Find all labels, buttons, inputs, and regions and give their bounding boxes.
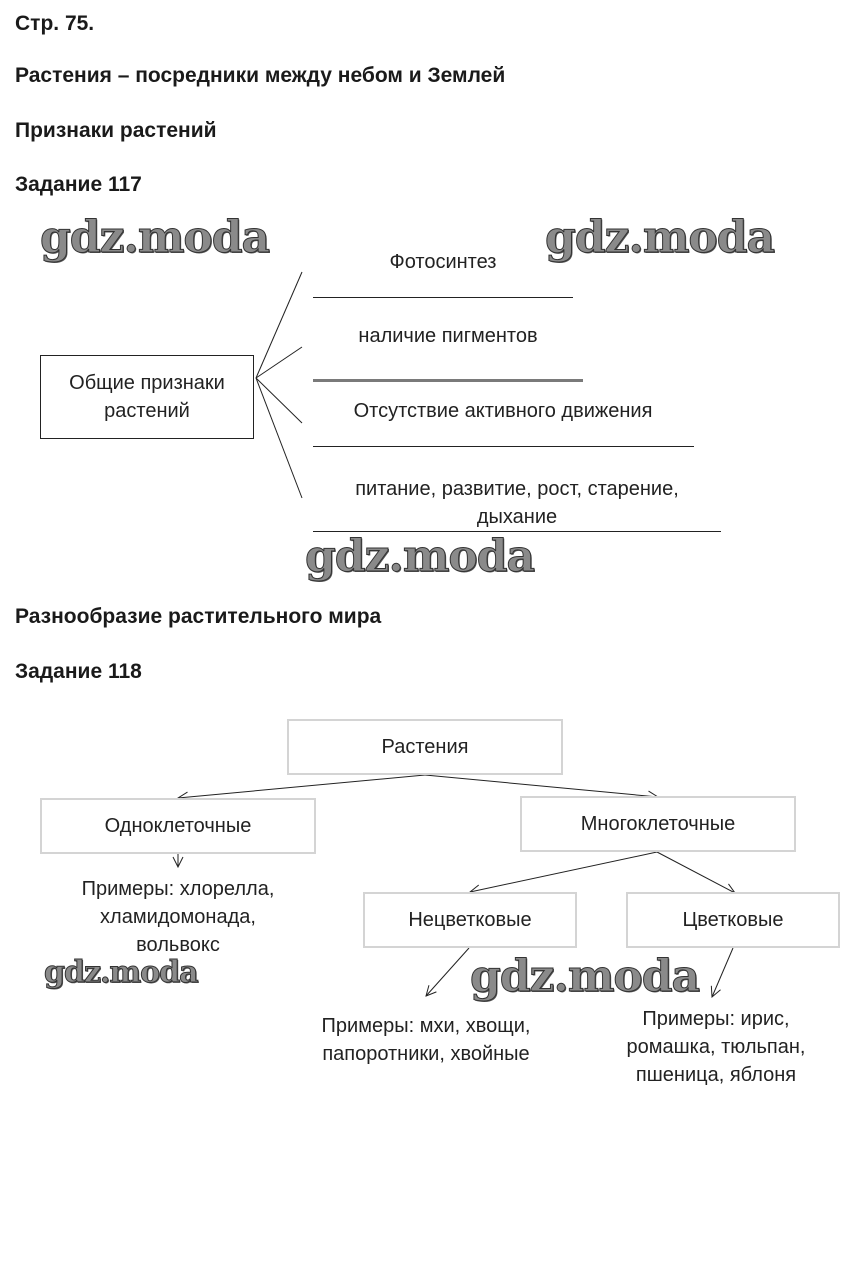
example-line: вольвокс <box>136 934 220 956</box>
task-117-title: Задание 117 <box>15 173 142 196</box>
node-flowering: Цветковые <box>626 892 840 948</box>
trait-life-processes-line2: дыхание <box>476 506 558 528</box>
connector-line-life-processes <box>255 377 303 499</box>
page-reference: Стр. 75. <box>15 12 95 35</box>
node-unicellular: Одноклеточные <box>40 798 316 854</box>
watermark-logo: gdz.moda <box>44 955 200 990</box>
node-plants-label: Растения <box>381 735 469 758</box>
task-118-title: Задание 118 <box>15 660 142 683</box>
subsection-title-traits: Признаки растений <box>15 119 217 142</box>
section-title: Растения – посредники между небом и Земл… <box>15 64 506 87</box>
flowering-examples: Примеры: ирис, ромашка, тюльпан, пшеница… <box>600 1005 832 1089</box>
watermark-logo: gdz.moda <box>304 531 535 582</box>
arrow-to-nonflowering <box>470 851 658 892</box>
connector-line-pigments <box>255 346 303 379</box>
example-line: Примеры: мхи, хвощи, <box>321 1015 531 1037</box>
answer-line <box>313 297 573 298</box>
node-nonflowering: Нецветковые <box>363 892 577 948</box>
trait-life-processes-line1: питание, развитие, рост, старение, <box>355 478 679 500</box>
arrow-to-multicellular <box>424 774 658 797</box>
general-traits-label-line2: растений <box>104 400 190 422</box>
example-line: Примеры: ирис, <box>642 1008 790 1030</box>
connector-line-photosynthesis <box>255 271 303 379</box>
trait-life-processes: питание, развитие, рост, старение, дыхан… <box>313 475 721 531</box>
answer-line <box>313 531 721 532</box>
example-line: ромашка, тюльпан, <box>626 1036 806 1058</box>
watermark-logo: gdz.moda <box>469 951 700 1002</box>
node-nonflowering-label: Нецветковые <box>408 908 532 931</box>
answer-line <box>313 446 694 447</box>
node-plants: Растения <box>287 719 563 775</box>
answer-line <box>313 379 583 382</box>
trait-pigments: наличие пигментов <box>358 325 538 347</box>
subsection-title-diversity: Разнообразие растительного мира <box>15 605 382 628</box>
node-multicellular: Многоклеточные <box>520 796 796 852</box>
node-multicellular-label: Многоклеточные <box>580 812 736 835</box>
example-line: хламидомонада, <box>100 906 256 928</box>
arrow-to-nonflowering-examples <box>426 947 470 996</box>
general-traits-box: Общие признаки растений <box>40 355 254 439</box>
watermark-logo: gdz.moda <box>544 212 775 263</box>
unicellular-examples: Примеры: хлорелла, хламидомонада, вольво… <box>40 875 316 959</box>
trait-no-active-movement: Отсутствие активного движения <box>353 400 653 422</box>
watermark-logo: gdz.moda <box>39 212 270 263</box>
example-line: пшеница, яблоня <box>635 1064 797 1086</box>
connector-line-movement <box>255 377 303 424</box>
node-flowering-label: Цветковые <box>682 908 784 931</box>
trait-photosynthesis: Фотосинтез <box>389 251 497 273</box>
arrow-to-unicellular <box>178 774 426 798</box>
node-unicellular-label: Одноклеточные <box>104 814 252 837</box>
example-line: Примеры: хлорелла, <box>81 878 275 900</box>
arrow-to-flowering-examples <box>712 947 734 997</box>
arrow-to-flowering <box>656 851 735 893</box>
example-line: папоротники, хвойные <box>322 1043 530 1065</box>
nonflowering-examples: Примеры: мхи, хвощи, папоротники, хвойны… <box>296 1012 556 1068</box>
general-traits-label-line1: Общие признаки <box>69 372 225 394</box>
